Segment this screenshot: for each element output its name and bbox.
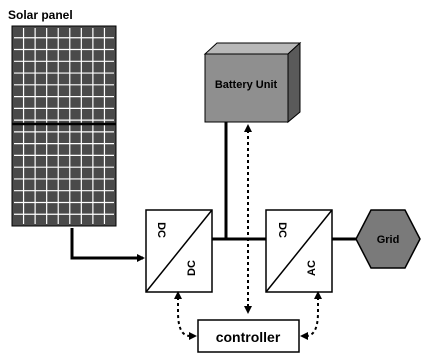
- solar-panel-label: Solar panel: [8, 8, 73, 22]
- grid-hexagon: Grid: [355, 209, 421, 269]
- battery-label: Battery Unit: [215, 79, 278, 91]
- converter1-controller-signal: [174, 291, 197, 340]
- grid-label: Grid: [377, 234, 400, 246]
- battery-unit: Battery Unit: [203, 41, 302, 124]
- panel-to-converter-line: [70, 228, 145, 262]
- controller-label: controller: [216, 329, 281, 345]
- controller-box: controller: [197, 319, 300, 353]
- dc-dc-converter: DC DC: [145, 209, 213, 293]
- converter2-output-label: AC: [306, 260, 318, 276]
- dc-ac-converter: DC AC: [265, 209, 333, 293]
- converter2-controller-signal: [300, 291, 322, 340]
- solar-panel: [11, 25, 117, 227]
- converter1-input-label: DC: [155, 222, 167, 238]
- converter1-output-label: DC: [186, 260, 198, 276]
- converter2-input-label: DC: [276, 222, 288, 238]
